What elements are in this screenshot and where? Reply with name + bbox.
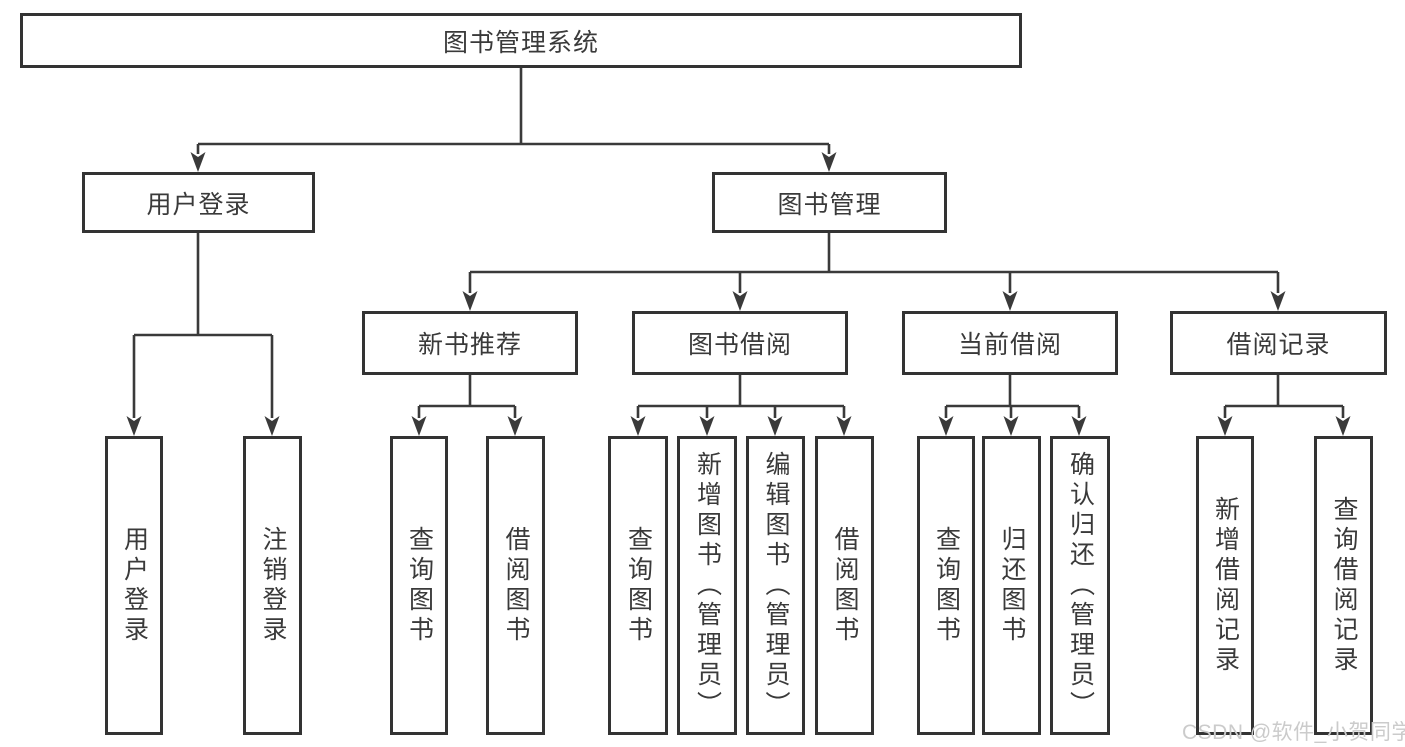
arrowhead: [1003, 416, 1019, 436]
node-label: 借阅图书: [502, 525, 530, 646]
node-label: 新书推荐: [417, 331, 522, 359]
node-label: 确认归还（管理员）: [1066, 450, 1095, 721]
arrowhead: [1002, 291, 1018, 311]
node-borrowing-records: 借阅记录: [1170, 311, 1387, 375]
node-label: 图书借阅: [687, 331, 792, 359]
node-leaf-logout: 注销登录: [243, 436, 302, 735]
node-label: 借阅图书: [831, 525, 859, 646]
csdn-watermark: CSDN @软件_小贺同学: [1182, 721, 1405, 744]
arrowhead: [264, 416, 280, 436]
node-label: 查询图书: [624, 525, 653, 646]
arrowhead: [1270, 291, 1286, 311]
arrowhead: [1335, 416, 1351, 436]
node-label: 查询图书: [932, 525, 961, 646]
node-book-borrowing: 图书借阅: [632, 311, 848, 375]
node-label: 借阅记录: [1226, 331, 1331, 359]
node-label: 用户登录: [146, 190, 251, 219]
node-label: 用户登录: [120, 525, 149, 646]
node-label: 编辑图书（管理员）: [762, 450, 790, 721]
node-label: 注销登录: [259, 525, 287, 646]
node-label: 当前借阅: [957, 331, 1062, 359]
arrowhead: [126, 416, 142, 436]
node-leaf-confirm-return-admin: 确认归还（管理员）: [1050, 436, 1110, 735]
arrowhead: [1071, 416, 1087, 436]
node-leaf-borrow-books-2: 借阅图书: [815, 436, 874, 735]
node-leaf-query-books-1: 查询图书: [390, 436, 448, 735]
arrowhead: [767, 416, 783, 436]
arrowhead: [411, 416, 427, 436]
arrowhead: [821, 152, 837, 172]
node-label: 查询借阅记录: [1330, 495, 1358, 676]
node-leaf-add-books-admin: 新增图书（管理员）: [677, 436, 737, 735]
node-label: 图书管理系统: [442, 28, 599, 57]
node-leaf-query-books-3: 查询图书: [917, 436, 975, 735]
node-leaf-query-books-2: 查询图书: [608, 436, 668, 735]
arrowhead: [630, 416, 646, 436]
node-label: 新增借阅记录: [1211, 495, 1240, 676]
arrowhead: [732, 291, 748, 311]
node-book-management: 图书管理: [712, 172, 947, 233]
node-label: 图书管理: [777, 190, 882, 219]
arrowhead: [699, 416, 715, 436]
node-label: 查询图书: [405, 525, 434, 646]
node-leaf-add-borrow-record: 新增借阅记录: [1196, 436, 1254, 735]
arrowhead: [836, 416, 852, 436]
node-leaf-return-books: 归还图书: [982, 436, 1041, 735]
node-leaf-edit-books-admin: 编辑图书（管理员）: [746, 436, 805, 735]
node-library-management-system: 图书管理系统: [20, 13, 1022, 68]
arrowhead: [507, 416, 523, 436]
arrowhead: [1217, 416, 1233, 436]
node-new-book-recommendation: 新书推荐: [362, 311, 578, 375]
arrowhead: [190, 152, 206, 172]
node-label: 新增图书（管理员）: [693, 450, 722, 721]
node-leaf-query-borrow-record: 查询借阅记录: [1314, 436, 1373, 735]
arrowhead: [462, 291, 478, 311]
node-label: 归还图书: [998, 525, 1026, 646]
node-leaf-user-login: 用户登录: [105, 436, 163, 735]
arrowhead: [938, 416, 954, 436]
node-current-borrowing: 当前借阅: [902, 311, 1118, 375]
node-user-login: 用户登录: [82, 172, 315, 233]
node-leaf-borrow-books-1: 借阅图书: [486, 436, 545, 735]
